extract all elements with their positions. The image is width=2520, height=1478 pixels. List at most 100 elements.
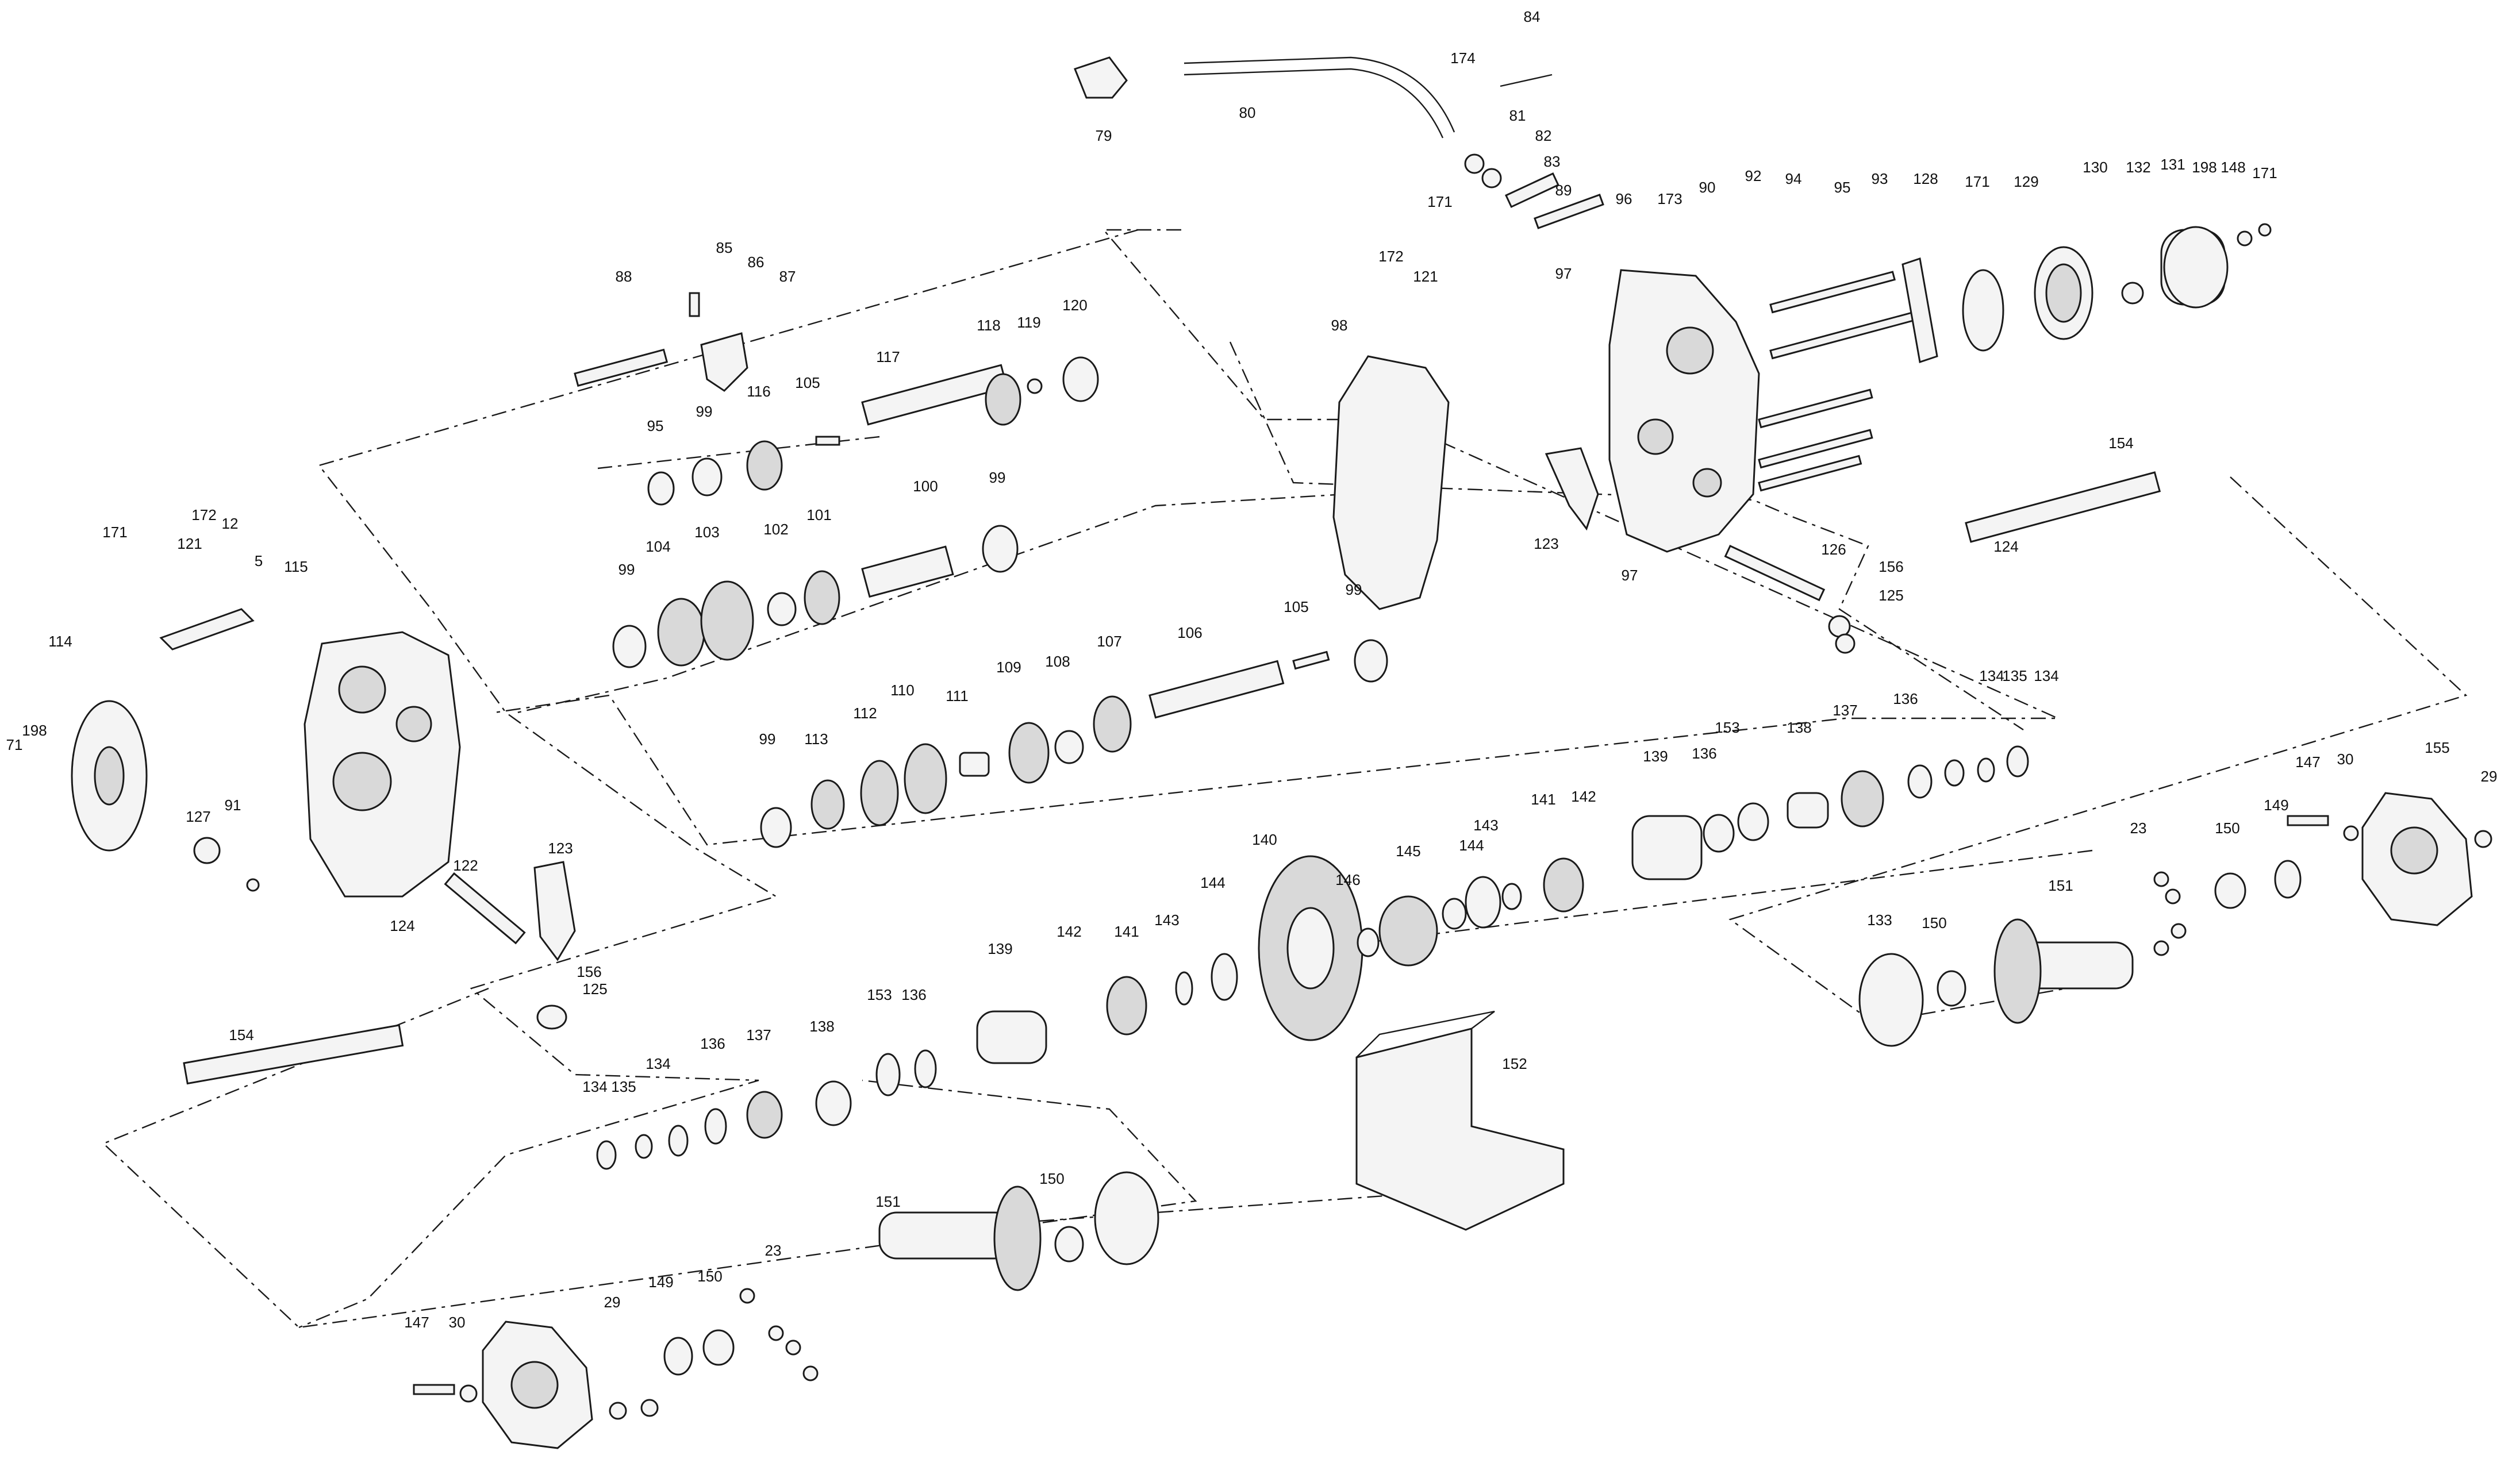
part-number-label: 173 xyxy=(1657,190,1682,207)
part-number-label: 155 xyxy=(2425,739,2449,756)
part-number-label: 144 xyxy=(1459,837,1484,854)
part-number-label: 134 xyxy=(1979,667,2004,684)
part-number-label: 133 xyxy=(1867,911,1892,929)
part-number-label: 86 xyxy=(748,253,765,271)
part-number-label: 150 xyxy=(1922,914,1946,932)
part-number-label: 135 xyxy=(2002,667,2027,684)
left-hub-group xyxy=(183,1024,1159,1449)
part-number-label: 130 xyxy=(2083,159,2107,176)
part-number-label: 150 xyxy=(1039,1170,1064,1187)
part-number-label: 171 xyxy=(1965,173,1989,190)
brake-group xyxy=(1901,223,2272,363)
part-number-label: 117 xyxy=(876,348,900,365)
part-number-label: 84 xyxy=(1524,8,1541,25)
part-number-label: 171 xyxy=(102,524,127,541)
part-number-label: 149 xyxy=(648,1273,673,1291)
part-number-label: 99 xyxy=(759,730,776,748)
part-number-label: 99 xyxy=(696,403,713,420)
part-number-label: 92 xyxy=(1745,167,1762,184)
part-number-label: 100 xyxy=(913,478,938,495)
central-axle-line xyxy=(596,855,1584,1170)
part-number-label: 88 xyxy=(616,268,632,285)
part-number-label: 141 xyxy=(1114,923,1139,940)
part-number-label: 153 xyxy=(1715,719,1739,736)
part-number-label: 29 xyxy=(2481,768,2498,785)
part-number-label: 97 xyxy=(1622,567,1638,584)
part-number-label: 137 xyxy=(746,1026,771,1044)
part-number-label: 139 xyxy=(988,940,1012,957)
part-number-label: 131 xyxy=(2160,156,2185,173)
part-number-label: 150 xyxy=(697,1268,722,1285)
part-number-label: 107 xyxy=(1097,633,1121,650)
part-number-label: 83 xyxy=(1544,153,1561,170)
part-number-label: 110 xyxy=(890,682,914,699)
right-housing-group xyxy=(1332,269,1918,654)
shift-knob xyxy=(1074,56,1128,99)
part-number-label: 136 xyxy=(1692,745,1716,762)
part-number-label: 151 xyxy=(2048,877,2073,894)
part-number-label: 171 xyxy=(2252,164,2277,182)
shift-cable xyxy=(1184,56,1455,133)
part-number-label: 124 xyxy=(390,917,414,934)
part-number-label: 125 xyxy=(1879,587,1903,604)
part-number-label: 134 xyxy=(582,1078,607,1095)
part-number-label: 174 xyxy=(1450,49,1475,67)
part-number-label: 29 xyxy=(604,1294,621,1311)
part-number-label: 85 xyxy=(716,239,733,256)
upper-shaft-line xyxy=(574,292,1099,506)
part-number-label: 79 xyxy=(1096,127,1112,144)
part-number-label: 139 xyxy=(1643,748,1668,765)
part-number-label: 135 xyxy=(611,1078,636,1095)
part-number-label: 71 xyxy=(6,736,23,753)
part-number-label: 128 xyxy=(1913,170,1938,187)
part-number-label: 90 xyxy=(1699,179,1716,196)
part-number-label: 30 xyxy=(2337,750,2354,768)
part-number-label: 5 xyxy=(255,552,263,569)
part-number-label: 123 xyxy=(548,840,573,857)
shift-lever-left xyxy=(159,608,255,651)
part-number-label: 118 xyxy=(977,317,1000,334)
guard-plate xyxy=(1355,1010,1565,1231)
part-number-label: 132 xyxy=(2126,159,2150,176)
part-number-label: 156 xyxy=(577,963,601,980)
part-number-label: 105 xyxy=(795,374,820,391)
part-number-label: 149 xyxy=(2264,796,2288,814)
part-number-label: 101 xyxy=(806,506,831,524)
part-number-label: 136 xyxy=(1893,690,1918,707)
part-number-label: 96 xyxy=(1616,190,1632,207)
part-number-label: 121 xyxy=(177,535,202,552)
part-number-label: 23 xyxy=(2130,819,2147,837)
part-number-label: 105 xyxy=(1284,598,1308,615)
shift-cable-assembly xyxy=(1074,56,1604,229)
part-number-label: 146 xyxy=(1335,871,1360,888)
part-number-label: 111 xyxy=(946,687,969,705)
part-number-label: 94 xyxy=(1785,170,1802,187)
part-number-label: 12 xyxy=(222,515,239,532)
part-number-label: 143 xyxy=(1473,817,1498,834)
part-number-label: 153 xyxy=(867,986,892,1003)
shift-fork-left xyxy=(533,861,576,961)
part-number-label: 89 xyxy=(1555,182,1572,199)
shift-fork-right xyxy=(1545,447,1599,531)
part-number-label: 120 xyxy=(1062,297,1087,314)
part-number-label: 142 xyxy=(1057,923,1081,940)
part-number-label: 113 xyxy=(804,730,828,748)
part-number-label: 143 xyxy=(1154,911,1179,929)
part-number-label: 150 xyxy=(2215,819,2239,837)
part-number-label: 99 xyxy=(619,561,635,578)
part-number-label: 126 xyxy=(1821,541,1846,558)
part-number-label: 30 xyxy=(449,1314,466,1331)
part-number-label: 87 xyxy=(779,268,796,285)
part-number-label: 152 xyxy=(1502,1055,1527,1072)
part-number-label: 198 xyxy=(22,722,47,739)
part-number-label: 104 xyxy=(646,538,670,555)
part-number-label: 134 xyxy=(646,1055,670,1072)
part-number-label: 171 xyxy=(1427,193,1452,210)
part-number-label: 145 xyxy=(1396,842,1420,860)
part-number-label: 138 xyxy=(1787,719,1811,736)
guard-152 xyxy=(1355,1027,1565,1231)
part-number-label: 138 xyxy=(809,1018,834,1035)
part-number-label: 124 xyxy=(1993,538,2018,555)
